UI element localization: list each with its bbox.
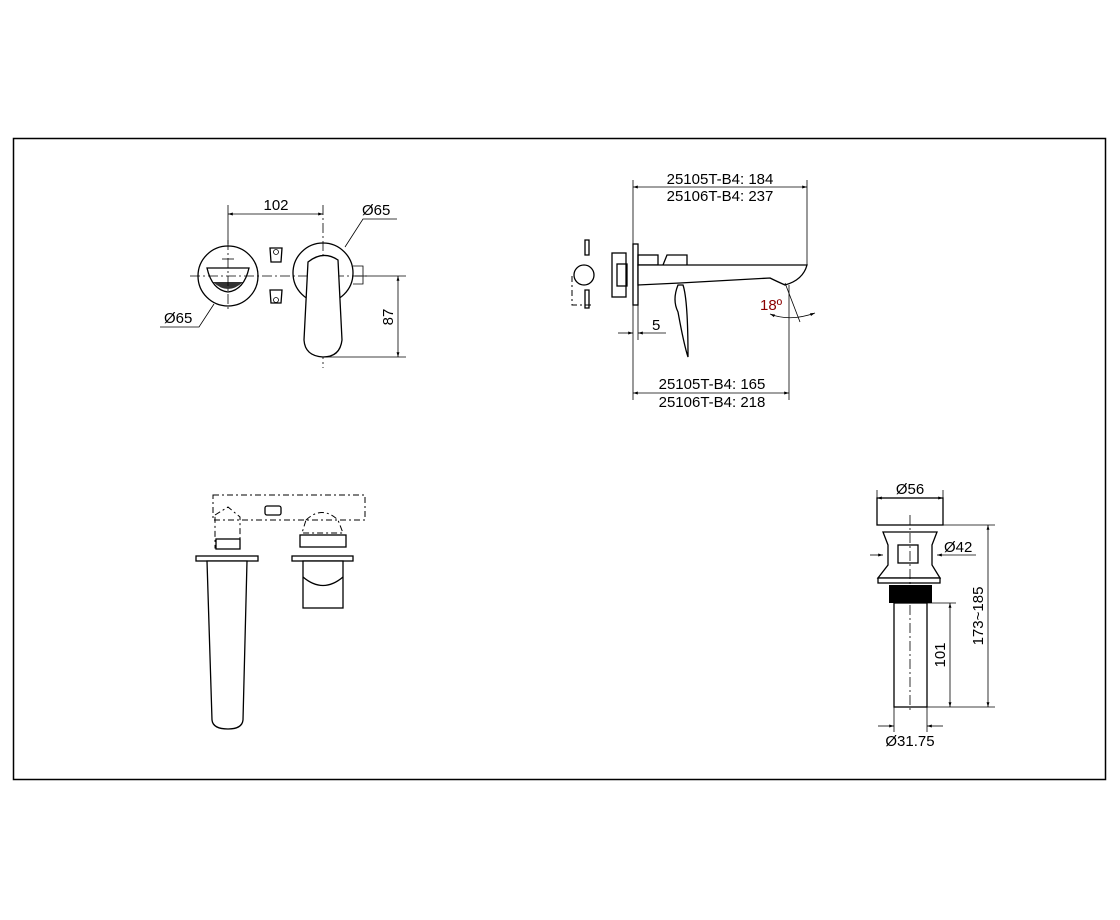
- spout-top: [206, 560, 248, 730]
- dim-bottom-line1: 25105T-B4: 165: [659, 376, 766, 393]
- dim-total-height: 173~185: [970, 587, 987, 646]
- dim-left-diameter: Ø65: [164, 310, 192, 327]
- front-view: 102 Ø65 Ø65 87: [160, 197, 406, 368]
- dim-body-diameter: Ø42: [944, 539, 972, 556]
- wall-plate: [632, 243, 639, 306]
- dim-spacing: 102: [263, 197, 288, 214]
- drain-thread: [889, 585, 932, 603]
- dim-bottom-line2: 25106T-B4: 218: [659, 394, 766, 411]
- drawing-frame: [12, 137, 1107, 781]
- dim-height: 87: [380, 309, 397, 326]
- dim-pipe-diameter: Ø31.75: [885, 733, 934, 750]
- angle-label: 18º: [760, 297, 783, 314]
- dim-top-line1: 25105T-B4: 184: [667, 171, 774, 188]
- dim-pipe-length: 101: [932, 642, 949, 667]
- drain-view: Ø56 Ø42 173~185 101 Ø31.75: [870, 481, 995, 750]
- dim-top-line2: 25106T-B4: 237: [667, 188, 774, 205]
- drain-pipe: [893, 602, 928, 708]
- dim-plate: 5: [652, 317, 660, 334]
- diverter-knob: [197, 245, 259, 307]
- lever-body-top: [302, 560, 344, 609]
- top-view: [195, 494, 366, 730]
- dim-right-diameter: Ø65: [362, 202, 390, 219]
- side-view: 25105T-B4: 184 25106T-B4: 237 5 18º 2510…: [571, 171, 816, 411]
- spout-side: [637, 264, 808, 286]
- mixer-lever: [303, 254, 343, 358]
- dim-cap-diameter: Ø56: [896, 481, 924, 498]
- lever-side: [674, 284, 689, 358]
